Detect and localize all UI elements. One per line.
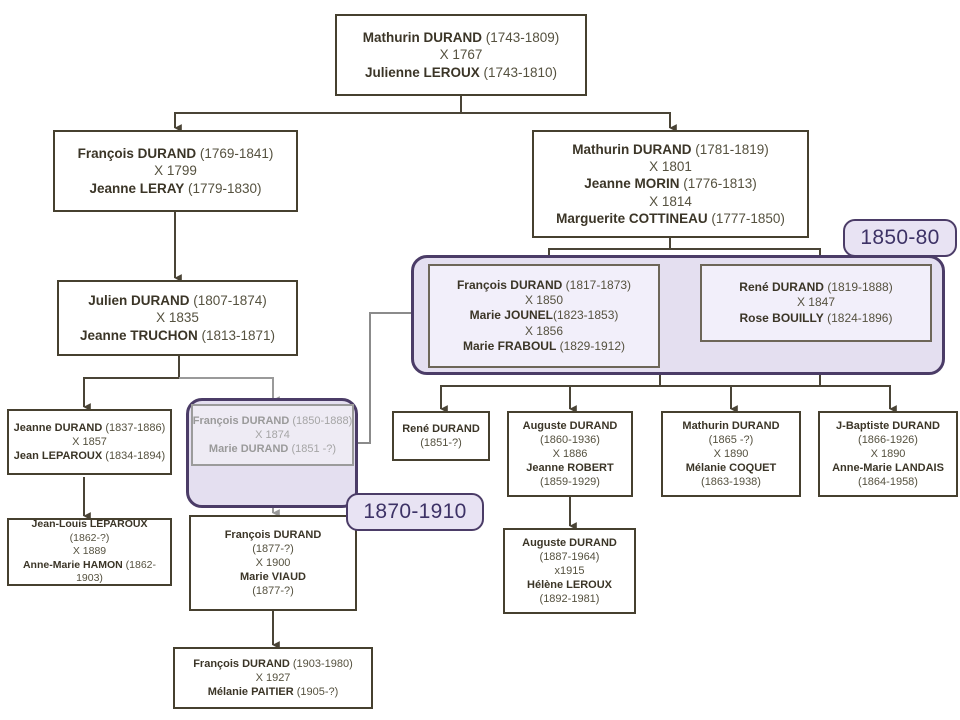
node-line: Jeanne MORIN (1776-1813) bbox=[584, 176, 757, 192]
node-line: Marie VIAUD bbox=[239, 571, 307, 584]
node-line: X 1835 bbox=[156, 310, 199, 326]
node-line: Julienne LEROUX (1743-1810) bbox=[364, 64, 558, 80]
node-line: Marguerite COTTINEAU (1777-1850) bbox=[556, 210, 785, 226]
node-line: Auguste DURAND bbox=[522, 419, 618, 432]
node-line: (1864-1958) bbox=[858, 476, 918, 489]
node-line: Jeanne ROBERT bbox=[526, 462, 614, 475]
node-line: Marie FRABOUL (1829-1912) bbox=[462, 339, 626, 354]
person-node-mathurin-durand-1865[interactable]: Mathurin DURAND (1865 -?) X 1890 Mélanie… bbox=[661, 411, 801, 497]
node-line: Mathurin DURAND (1781-1819) bbox=[572, 141, 769, 157]
node-line: François DURAND bbox=[224, 528, 322, 541]
node-line: X 1874 bbox=[255, 428, 290, 441]
person-node-francois-durand-1817[interactable]: François DURAND (1817-1873) X 1850 Marie… bbox=[428, 264, 660, 368]
person-node-francois-durand-1877[interactable]: François DURAND (1877-?) X 1900 Marie VI… bbox=[189, 515, 357, 611]
node-line: X 1814 bbox=[649, 193, 692, 209]
node-line: Anne-Marie LANDAIS bbox=[832, 462, 944, 475]
node-line: (1859-1929) bbox=[540, 476, 600, 489]
person-node-jeanne-durand-1837[interactable]: Jeanne DURAND (1837-1886) X 1857 Jean LE… bbox=[7, 409, 172, 475]
node-line: X 1889 bbox=[72, 545, 107, 558]
node-line: Rose BOUILLY (1824-1896) bbox=[739, 310, 893, 325]
node-line: Jeanne TRUCHON (1813-1871) bbox=[79, 327, 276, 343]
node-line: X 1886 bbox=[552, 447, 588, 460]
node-line: Mathurin DURAND bbox=[682, 419, 780, 432]
node-line: X 1890 bbox=[870, 447, 906, 460]
node-line: Julien DURAND (1807-1874) bbox=[88, 293, 267, 309]
person-node-francois-durand-1850[interactable]: François DURAND (1850-1888) X 1874 Marie… bbox=[191, 404, 354, 466]
node-line: Mélanie COQUET bbox=[685, 462, 777, 475]
node-line: (1866-1926) bbox=[858, 433, 918, 446]
node-line: François DURAND (1817-1873) bbox=[456, 277, 632, 292]
node-line: J-Baptiste DURAND bbox=[836, 419, 940, 432]
node-line: Marie DURAND (1851 -?) bbox=[208, 443, 337, 456]
person-node-julien-durand-1807[interactable]: Julien DURAND (1807-1874) X 1835 Jeanne … bbox=[57, 280, 298, 356]
node-line: (1863-1938) bbox=[701, 476, 761, 489]
person-node-auguste-durand-1860[interactable]: Auguste DURAND (1860-1936) X 1886 Jeanne… bbox=[507, 411, 633, 497]
node-line: Jean LEPAROUX (1834-1894) bbox=[13, 450, 166, 463]
node-line: X 1890 bbox=[713, 447, 749, 460]
callout-1870-1910[interactable]: 1870-1910 bbox=[346, 493, 484, 531]
node-line: René DURAND (1819-1888) bbox=[739, 279, 893, 294]
node-line: Anne-Marie HAMON (1862- bbox=[22, 558, 157, 571]
node-line: Auguste DURAND bbox=[522, 536, 617, 549]
node-line: x1915 bbox=[554, 564, 585, 577]
person-node-rene-durand-1819[interactable]: René DURAND (1819-1888) X 1847 Rose BOUI… bbox=[700, 264, 932, 342]
node-line: Mélanie PAITIER (1905-?) bbox=[207, 686, 339, 699]
node-line: X 1767 bbox=[439, 47, 483, 63]
node-line: X 1799 bbox=[154, 163, 197, 179]
person-node-francois-durand-1903[interactable]: François DURAND (1903-1980) X 1927 Mélan… bbox=[173, 647, 373, 709]
node-line: (1877-?) bbox=[252, 585, 294, 598]
node-line: (1887-1964) bbox=[539, 550, 600, 563]
node-line: X 1801 bbox=[649, 159, 692, 175]
node-line: X 1900 bbox=[255, 556, 291, 569]
person-node-rene-durand-1851[interactable]: René DURAND (1851-?) bbox=[392, 411, 490, 461]
node-line: Jean-Louis LEPAROUX (1862-?) bbox=[31, 518, 148, 544]
node-line: Marie JOUNEL(1823-1853) bbox=[469, 308, 619, 323]
node-line: (1877-?) bbox=[252, 542, 294, 555]
node-line: François DURAND (1903-1980) bbox=[193, 657, 353, 670]
person-node-mathurin-durand-1781[interactable]: Mathurin DURAND (1781-1819) X 1801 Jeann… bbox=[532, 130, 809, 238]
node-line: X 1927 bbox=[255, 671, 291, 684]
node-line: 1903) bbox=[76, 572, 103, 585]
node-line: Hélène LEROUX bbox=[527, 579, 612, 592]
node-line: François DURAND (1769-1841) bbox=[77, 146, 274, 162]
node-line: (1860-1936) bbox=[540, 433, 600, 446]
node-line: Jeanne DURAND (1837-1886) bbox=[13, 421, 166, 434]
node-line: (1851-?) bbox=[420, 437, 462, 449]
node-line: François DURAND (1850-1888) bbox=[192, 414, 353, 427]
node-line: X 1847 bbox=[796, 295, 836, 310]
person-node-francois-durand-1769[interactable]: François DURAND (1769-1841) X 1799 Jeann… bbox=[53, 130, 298, 212]
person-node-jbaptiste-durand-1866[interactable]: J-Baptiste DURAND (1866-1926) X 1890 Ann… bbox=[818, 411, 958, 497]
node-line: Jeanne LERAY (1779-1830) bbox=[89, 180, 262, 196]
node-line: X 1857 bbox=[72, 435, 107, 448]
node-line: René DURAND bbox=[402, 422, 480, 435]
person-node-mathurin-durand-1743[interactable]: Mathurin DURAND (1743-1809) X 1767 Julie… bbox=[335, 14, 587, 96]
node-line: X 1856 bbox=[524, 323, 564, 338]
node-line: (1865 -?) bbox=[708, 433, 754, 446]
node-line: Mathurin DURAND (1743-1809) bbox=[362, 30, 560, 46]
node-line: (1892-1981) bbox=[539, 593, 600, 606]
node-line: X 1850 bbox=[524, 292, 564, 307]
callout-1850-80[interactable]: 1850-80 bbox=[843, 219, 957, 257]
person-node-auguste-durand-1887[interactable]: Auguste DURAND (1887-1964) x1915 Hélène … bbox=[503, 528, 636, 614]
person-node-jean-louis-leparoux-1862[interactable]: Jean-Louis LEPAROUX (1862-?) X 1889 Anne… bbox=[7, 518, 172, 586]
